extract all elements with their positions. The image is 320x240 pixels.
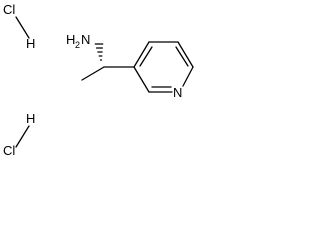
hcl-molecule-bottom: H Cl: [3, 111, 35, 155]
amine-subscript: 2: [75, 40, 80, 50]
ring-bond-c3-c4: [133, 41, 150, 68]
ring-bond-c5-c6: [177, 41, 194, 68]
stereo-hashed-bond: [94, 43, 104, 61]
methyl-bond: [81, 66, 105, 81]
chemical-structure-diagram: Cl H H Cl H 2 N N: [3, 2, 194, 155]
ring-bond-c2-c3: [133, 66, 150, 93]
hcl-bottom-hydrogen-label: H: [26, 111, 35, 126]
ring-double-bond-c3-c4: [139, 46, 153, 67]
pyridine-nitrogen-label: N: [173, 85, 182, 100]
hcl-top-hydrogen-label: H: [26, 36, 35, 51]
hcl-molecule-top: Cl H: [3, 2, 35, 51]
amine-hydrogen-label: H: [66, 32, 75, 47]
hcl-top-bond: [15, 16, 30, 39]
hcl-bottom-chlorine-label: Cl: [3, 143, 15, 155]
ethylamine-side-chain: H 2 N: [66, 32, 135, 81]
hcl-bottom-bond: [15, 125, 30, 148]
amine-nitrogen-label: N: [81, 32, 90, 47]
hcl-top-chlorine-label: Cl: [3, 2, 15, 17]
ring-bond-c6-n1: [182, 66, 194, 87]
pyridine-ring: N: [133, 41, 194, 100]
ring-double-bond-c5-c6: [175, 46, 189, 67]
